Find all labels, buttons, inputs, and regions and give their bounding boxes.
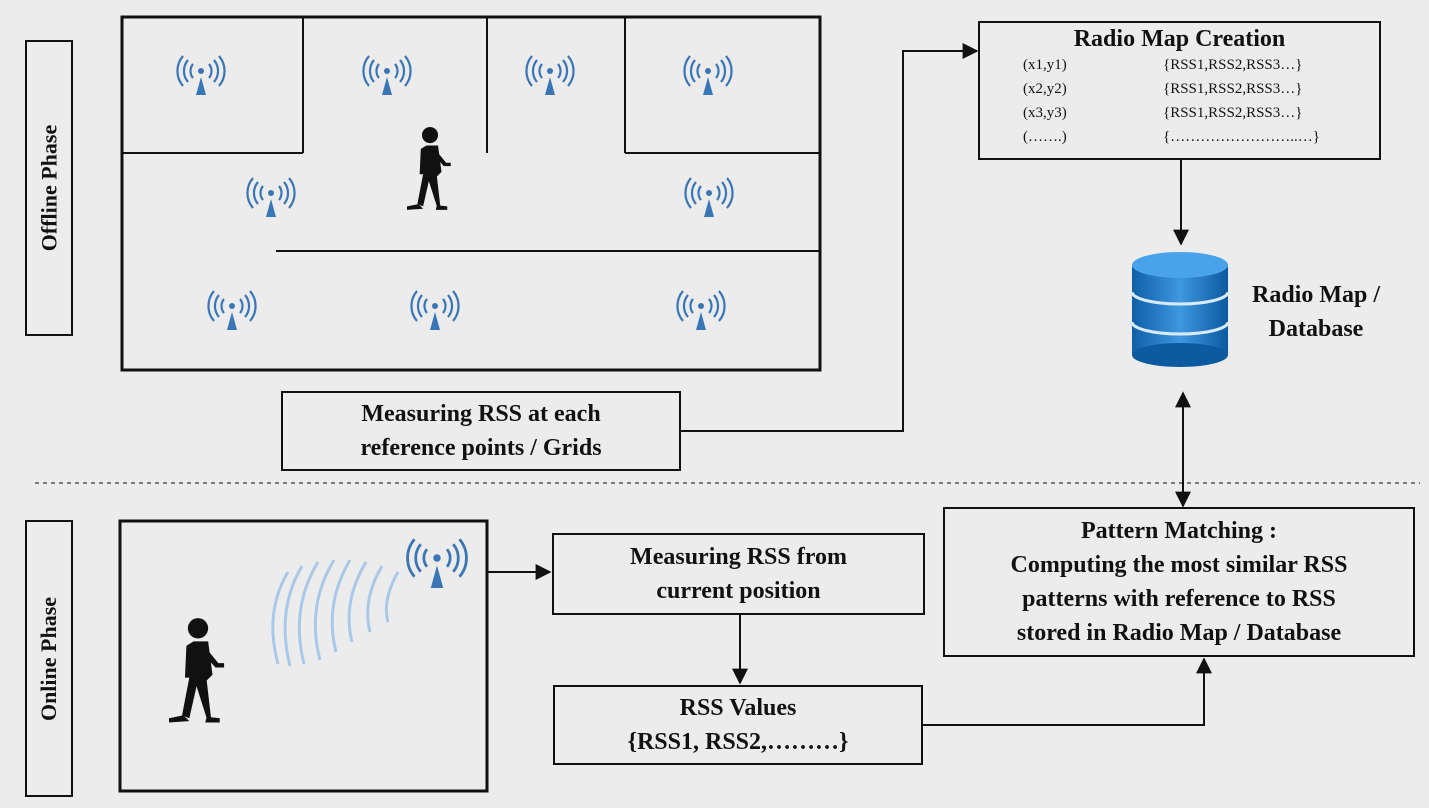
radio-map-row: (x2,y2){RSS1,RSS2,RSS3…} [1023,81,1303,97]
access-point-icon [362,54,412,97]
access-point-icon [406,537,468,590]
access-point-icon [676,289,726,332]
walking-person-icon [407,127,451,210]
walking-person-icon [169,618,225,723]
access-point-icon [683,54,733,97]
access-point-icon [246,176,296,219]
online-phase-label: Online Phase [25,520,73,797]
online-scene-frame [118,519,489,793]
access-point-icon [176,54,226,97]
connectors [487,43,1212,726]
pattern-matching-box: Pattern Matching : Computing the most si… [943,507,1415,657]
radio-map-row: (x1,y1){RSS1,RSS2,RSS3…} [1023,57,1303,73]
online-measuring-box: Measuring RSS from current position [552,533,925,615]
offline-floor-plan [120,15,822,372]
database-label: Radio Map / Database [1251,282,1380,342]
radio-map-row: (…….){……………………..…} [1023,129,1320,145]
radio-map-title: Radio Map Creation [1073,26,1286,52]
radio-map-creation-box: Radio Map Creation (x1,y1){RSS1,RSS2,RSS… [978,21,1381,160]
signal-waves [271,559,400,667]
access-point-icon [207,289,257,332]
access-point-icon [410,289,460,332]
database-icon [1130,252,1230,367]
access-point-icon [525,54,575,97]
offline-measuring-box: Measuring RSS at each reference points /… [281,391,681,471]
access-point-icon [684,176,734,219]
rss-values-box: RSS Values {RSS1, RSS2,………} [553,685,923,765]
radio-map-row: (x3,y3){RSS1,RSS2,RSS3…} [1023,105,1303,121]
offline-phase-label: Offline Phase [25,40,73,336]
